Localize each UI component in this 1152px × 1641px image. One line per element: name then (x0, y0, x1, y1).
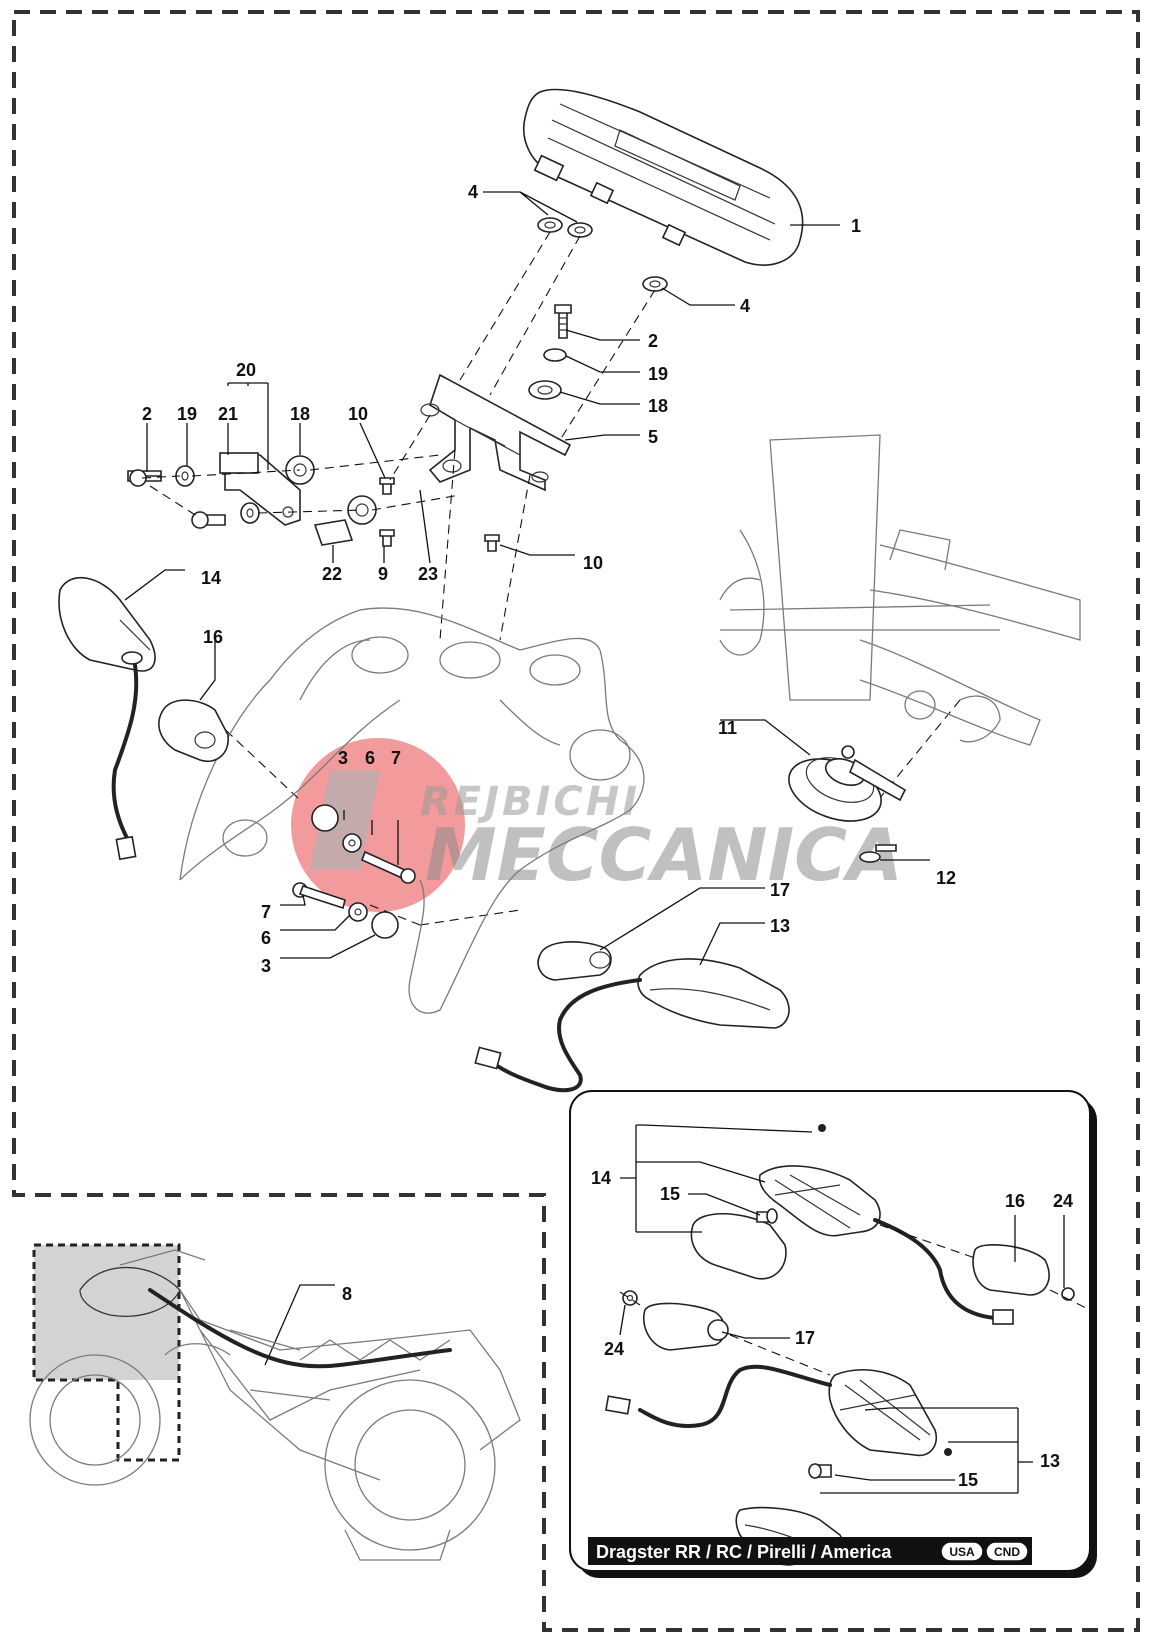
callout-18: 18 (648, 396, 668, 416)
assembly-guide-lines (141, 231, 961, 926)
callout-24: 24 (604, 1339, 624, 1359)
callout-24: 24 (1053, 1191, 1073, 1211)
callout-4: 4 (468, 182, 478, 202)
callout-13: 13 (770, 916, 790, 936)
callout-18: 18 (290, 404, 310, 424)
callout-19: 19 (177, 404, 197, 424)
upper-fastener-stack (528, 304, 572, 400)
callout-12: 12 (936, 868, 956, 888)
callout-2: 2 (648, 331, 658, 351)
cnd-badge (985, 1541, 1029, 1562)
indicator-socket-left (158, 699, 229, 762)
instrument-bracket (420, 373, 572, 492)
callout-8: 8 (342, 1284, 352, 1304)
callout-6: 6 (261, 928, 271, 948)
callout-7: 7 (391, 748, 401, 768)
cnd-badge-text: CND (994, 1545, 1020, 1559)
watermark-line1: REJBICHI (420, 779, 640, 825)
callout-14: 14 (201, 568, 221, 588)
main-section-frame (12, 10, 1140, 1632)
callout-23: 23 (418, 564, 438, 584)
callout-3: 3 (261, 956, 271, 976)
inset-variant-panel: Dragster RR / RC / Pirelli / America USA… (569, 1090, 1097, 1578)
callout-2: 2 (142, 404, 152, 424)
locator-box (32, 1243, 181, 1462)
callout-16: 16 (1005, 1191, 1025, 1211)
callout-1: 1 (851, 216, 861, 236)
callout-7: 7 (261, 902, 271, 922)
callout-3: 3 (338, 748, 348, 768)
locator-highlight (34, 1245, 179, 1380)
callout-20: 20 (236, 360, 256, 380)
callout-9: 9 (378, 564, 388, 584)
callout-17: 17 (770, 880, 790, 900)
front-fairing-ghost (179, 607, 645, 1014)
callout-14: 14 (591, 1168, 611, 1188)
indicator-socket-right (537, 941, 612, 981)
frame-ghost (719, 434, 1081, 746)
callout-4: 4 (740, 296, 750, 316)
callout-11: 11 (718, 718, 737, 738)
callout-15: 15 (660, 1184, 680, 1204)
callout-22: 22 (322, 564, 342, 584)
watermark-line2: MECCANICA (425, 813, 903, 897)
callout-5: 5 (648, 427, 658, 447)
motorcycle-overview (29, 1249, 521, 1561)
callout-21: 21 (218, 404, 238, 424)
variant-banner-text: Dragster RR / RC / Pirelli / America (596, 1542, 892, 1562)
callout-19: 19 (648, 364, 668, 384)
callout-17: 17 (795, 1328, 815, 1348)
horn-screw (859, 844, 897, 863)
leader-lines (124, 191, 930, 1366)
indicator-right (474, 958, 790, 1093)
watermark: REJBICHI MECCANICA (291, 738, 903, 912)
watermark-k-mark (310, 770, 380, 870)
pivot-hardware-upper (311, 804, 416, 884)
grommets-4 (537, 217, 668, 292)
instrument-cluster (523, 88, 804, 266)
callout-10: 10 (583, 553, 603, 573)
callout-6: 6 (365, 748, 375, 768)
callout-16: 16 (203, 627, 223, 647)
indicator-left (58, 576, 156, 861)
usa-badge (940, 1541, 984, 1562)
pivot-hardware-lower (292, 882, 399, 939)
callout-labels: 4 1 4 2 19 18 5 20 2 19 21 18 10 22 9 23… (142, 182, 1073, 1490)
callout-10: 10 (348, 404, 368, 424)
callout-15: 15 (958, 1470, 978, 1490)
horn (788, 745, 907, 822)
callout-13: 13 (1040, 1451, 1060, 1471)
usa-badge-text: USA (949, 1545, 975, 1559)
